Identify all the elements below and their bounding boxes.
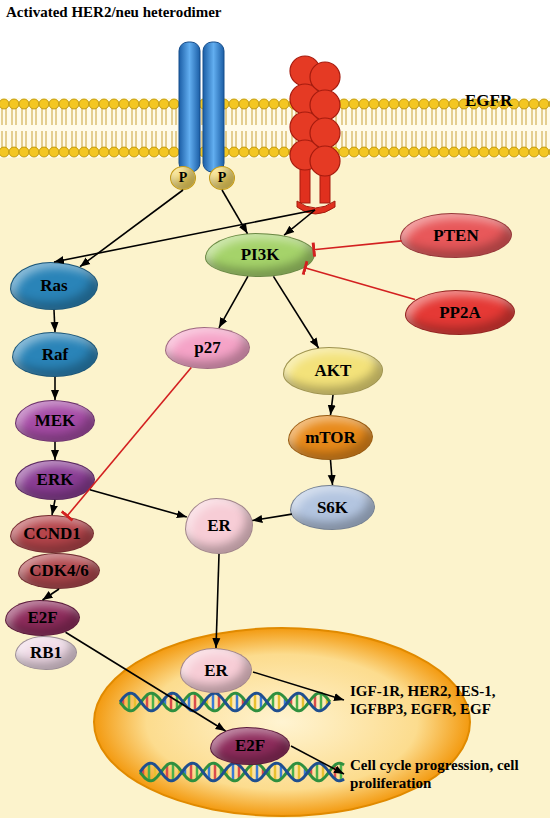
activation-arrow: [54, 377, 56, 400]
node-label: S6K: [317, 498, 348, 518]
egfr-receptor: EGFR: [285, 55, 345, 210]
protein-node: Ras: [10, 262, 98, 310]
activation-arrow: [222, 190, 247, 234]
node-label: P: [179, 170, 188, 186]
protein-node: PP2A: [405, 290, 515, 335]
activation-arrow: [219, 276, 248, 327]
cytoplasm: [0, 155, 550, 818]
activation-arrow: [80, 190, 183, 267]
protein-node: E2F: [210, 727, 290, 765]
node-label: EGFR: [465, 91, 512, 111]
phospho-site: P: [170, 166, 196, 190]
activation-arrow: [43, 589, 60, 600]
receptor-node: ER: [180, 648, 252, 693]
protein-node: S6K: [290, 485, 375, 530]
protein-node: PI3K: [205, 233, 315, 277]
node-label: PI3K: [241, 245, 280, 265]
activation-arrow: [52, 500, 55, 515]
receptor-node: ER: [185, 498, 253, 554]
node-label: Raf: [42, 345, 68, 365]
output-arrow: [253, 672, 344, 700]
node-label: RB1: [30, 643, 62, 663]
node-label: mTOR: [305, 428, 356, 448]
protein-node: RB1: [15, 636, 77, 670]
node-label: ERK: [37, 470, 74, 490]
her2-receptor: [179, 42, 224, 172]
diagram-title: Activated HER2/neu heterodimer: [6, 4, 222, 21]
node-label: Ras: [40, 276, 67, 296]
protein-node: MEK: [15, 400, 95, 442]
protein-node: Raf: [12, 332, 98, 377]
node-label: p27: [194, 338, 220, 358]
node-label: PTEN: [433, 226, 478, 246]
protein-node: AKT: [283, 347, 383, 395]
node-label: P: [218, 170, 227, 186]
activation-arrow: [90, 490, 187, 517]
activation-arrow: [54, 442, 56, 460]
node-label: E2F: [235, 736, 265, 756]
phospho-site: P: [209, 166, 235, 190]
dna-helix: [140, 763, 344, 781]
protein-node: mTOR: [288, 415, 373, 460]
protein-node: E2F: [5, 600, 80, 636]
activation-arrow: [331, 395, 334, 415]
node-label: MEK: [35, 411, 76, 431]
outcome-text: Cell cycle progression, cell proliferati…: [350, 756, 525, 792]
activation-arrow: [216, 554, 219, 648]
node-label: E2F: [27, 608, 57, 628]
dna-helix: [120, 693, 330, 711]
node-label: AKT: [315, 361, 352, 381]
protein-node: CCND1: [10, 515, 94, 553]
inhibition-line: [305, 268, 415, 300]
node-label: PP2A: [439, 303, 481, 323]
activation-arrow: [273, 276, 318, 348]
protein-node: CDK4/6: [18, 553, 100, 589]
protein-node: ERK: [15, 460, 95, 500]
activation-arrow: [252, 514, 292, 520]
inhibition-line: [313, 241, 401, 250]
node-label: ER: [204, 661, 228, 681]
outcome-text: IGF-1R, HER2, IES-1, IGFBP3, EGFR, EGF: [350, 682, 540, 718]
output-arrow: [291, 746, 344, 774]
node-label: ER: [207, 516, 231, 536]
protein-node: PTEN: [400, 213, 512, 258]
node-label: CDK4/6: [29, 561, 89, 581]
activation-arrow: [331, 460, 333, 485]
activation-arrow: [54, 310, 55, 332]
node-label: CCND1: [23, 524, 81, 544]
protein-node: p27: [165, 327, 250, 369]
inhibition-line: [67, 367, 191, 516]
egfr-shape: [285, 55, 345, 210]
